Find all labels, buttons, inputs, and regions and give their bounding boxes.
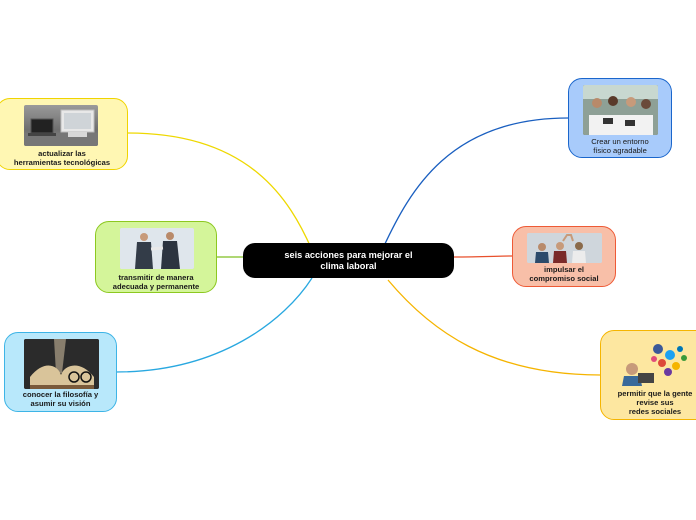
node-entorno-line1: Crear un entorno	[591, 137, 649, 146]
node-redes-line3: redes sociales	[628, 407, 682, 416]
handshake-image	[120, 228, 194, 269]
link-herramientas	[127, 132, 313, 251]
node-entorno[interactable]: Crear un entorno físico agradable	[568, 78, 672, 158]
central-topic-line2: clima laboral	[320, 260, 377, 271]
link-entorno	[382, 117, 569, 249]
node-transmitir-line2: adecuada y permanente	[112, 282, 200, 291]
node-redes[interactable]: permitir que la gente revise sus redes s…	[600, 330, 696, 420]
high-five-image	[527, 233, 602, 263]
node-redes-line1: permitir que la gente	[617, 389, 693, 398]
office-team-image	[583, 85, 658, 135]
node-filosofia-line2: asumir su visión	[30, 399, 91, 408]
link-redes	[387, 279, 601, 376]
link-filosofia	[115, 277, 313, 373]
central-topic-line1: seis acciones para mejorar el	[284, 249, 413, 260]
link-compromiso	[453, 255, 513, 258]
node-transmitir-line1: transmitir de manera	[118, 273, 194, 282]
node-herramientas-line2: herramientas tecnológicas	[13, 158, 111, 167]
node-entorno-line2: físico agradable	[593, 146, 647, 155]
node-compromiso-line2: compromiso social	[529, 274, 599, 283]
node-transmitir[interactable]: transmitir de manera adecuada y permanen…	[95, 221, 217, 293]
book-glasses-image	[24, 339, 99, 389]
node-compromiso[interactable]: impulsar el compromiso social	[512, 226, 616, 287]
node-redes-line2: revise sus	[636, 398, 674, 407]
node-herramientas[interactable]: actualizar las herramientas tecnológicas	[0, 98, 128, 170]
computers-image	[24, 105, 98, 146]
node-filosofia[interactable]: conocer la filosofía y asumir su visión	[4, 332, 117, 412]
node-compromiso-line1: impulsar el	[543, 265, 585, 274]
node-herramientas-line1: actualizar las	[38, 149, 86, 158]
node-filosofia-line1: conocer la filosofía y	[22, 390, 99, 399]
social-media-image	[618, 339, 693, 386]
